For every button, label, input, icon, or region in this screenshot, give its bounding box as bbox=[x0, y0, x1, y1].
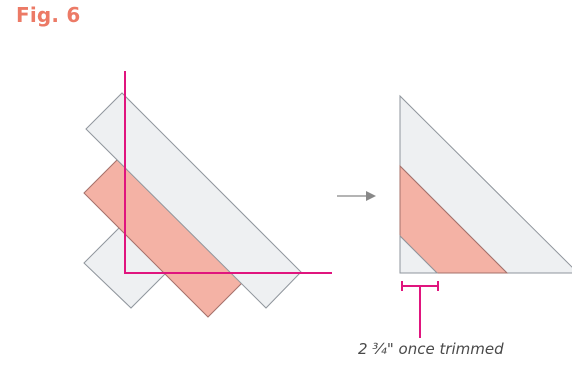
triangle-light-corner bbox=[399, 234, 439, 274]
arrow-right-icon bbox=[337, 191, 376, 201]
untrimmed-strip-set bbox=[83, 92, 302, 318]
measurement-bracket bbox=[401, 281, 439, 338]
measurement-caption: 2 ¾" once trimmed bbox=[358, 340, 504, 358]
figure-label: Fig. 6 bbox=[16, 3, 81, 27]
trimmed-triangle bbox=[399, 94, 572, 274]
trim-guide-lines bbox=[124, 71, 332, 274]
